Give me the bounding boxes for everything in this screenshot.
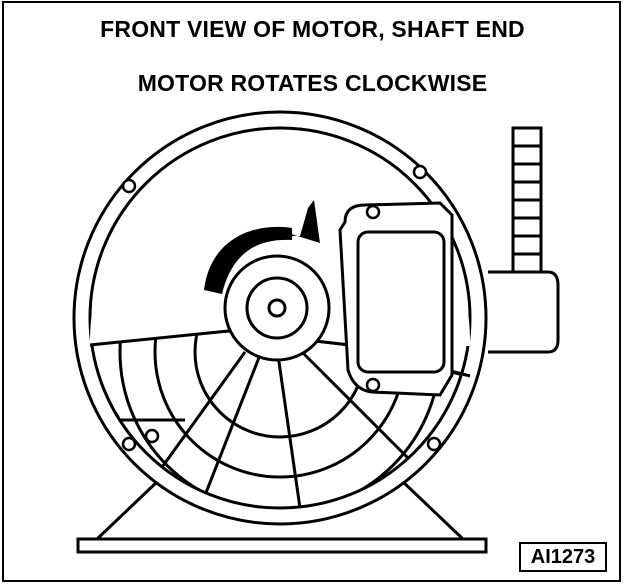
clockwise-arrow-icon <box>204 200 320 294</box>
terminal-box-window <box>356 230 446 374</box>
housing-screws <box>121 164 442 452</box>
rotation-caption: MOTOR ROTATES CLOCKWISE <box>137 70 488 96</box>
motor-shaft <box>223 254 331 362</box>
junction-box <box>488 270 560 354</box>
figure-id-label: AI1273 <box>519 542 607 572</box>
conduit <box>511 126 543 276</box>
diagram-title: FRONT VIEW OF MOTOR, SHAFT END <box>100 16 525 42</box>
